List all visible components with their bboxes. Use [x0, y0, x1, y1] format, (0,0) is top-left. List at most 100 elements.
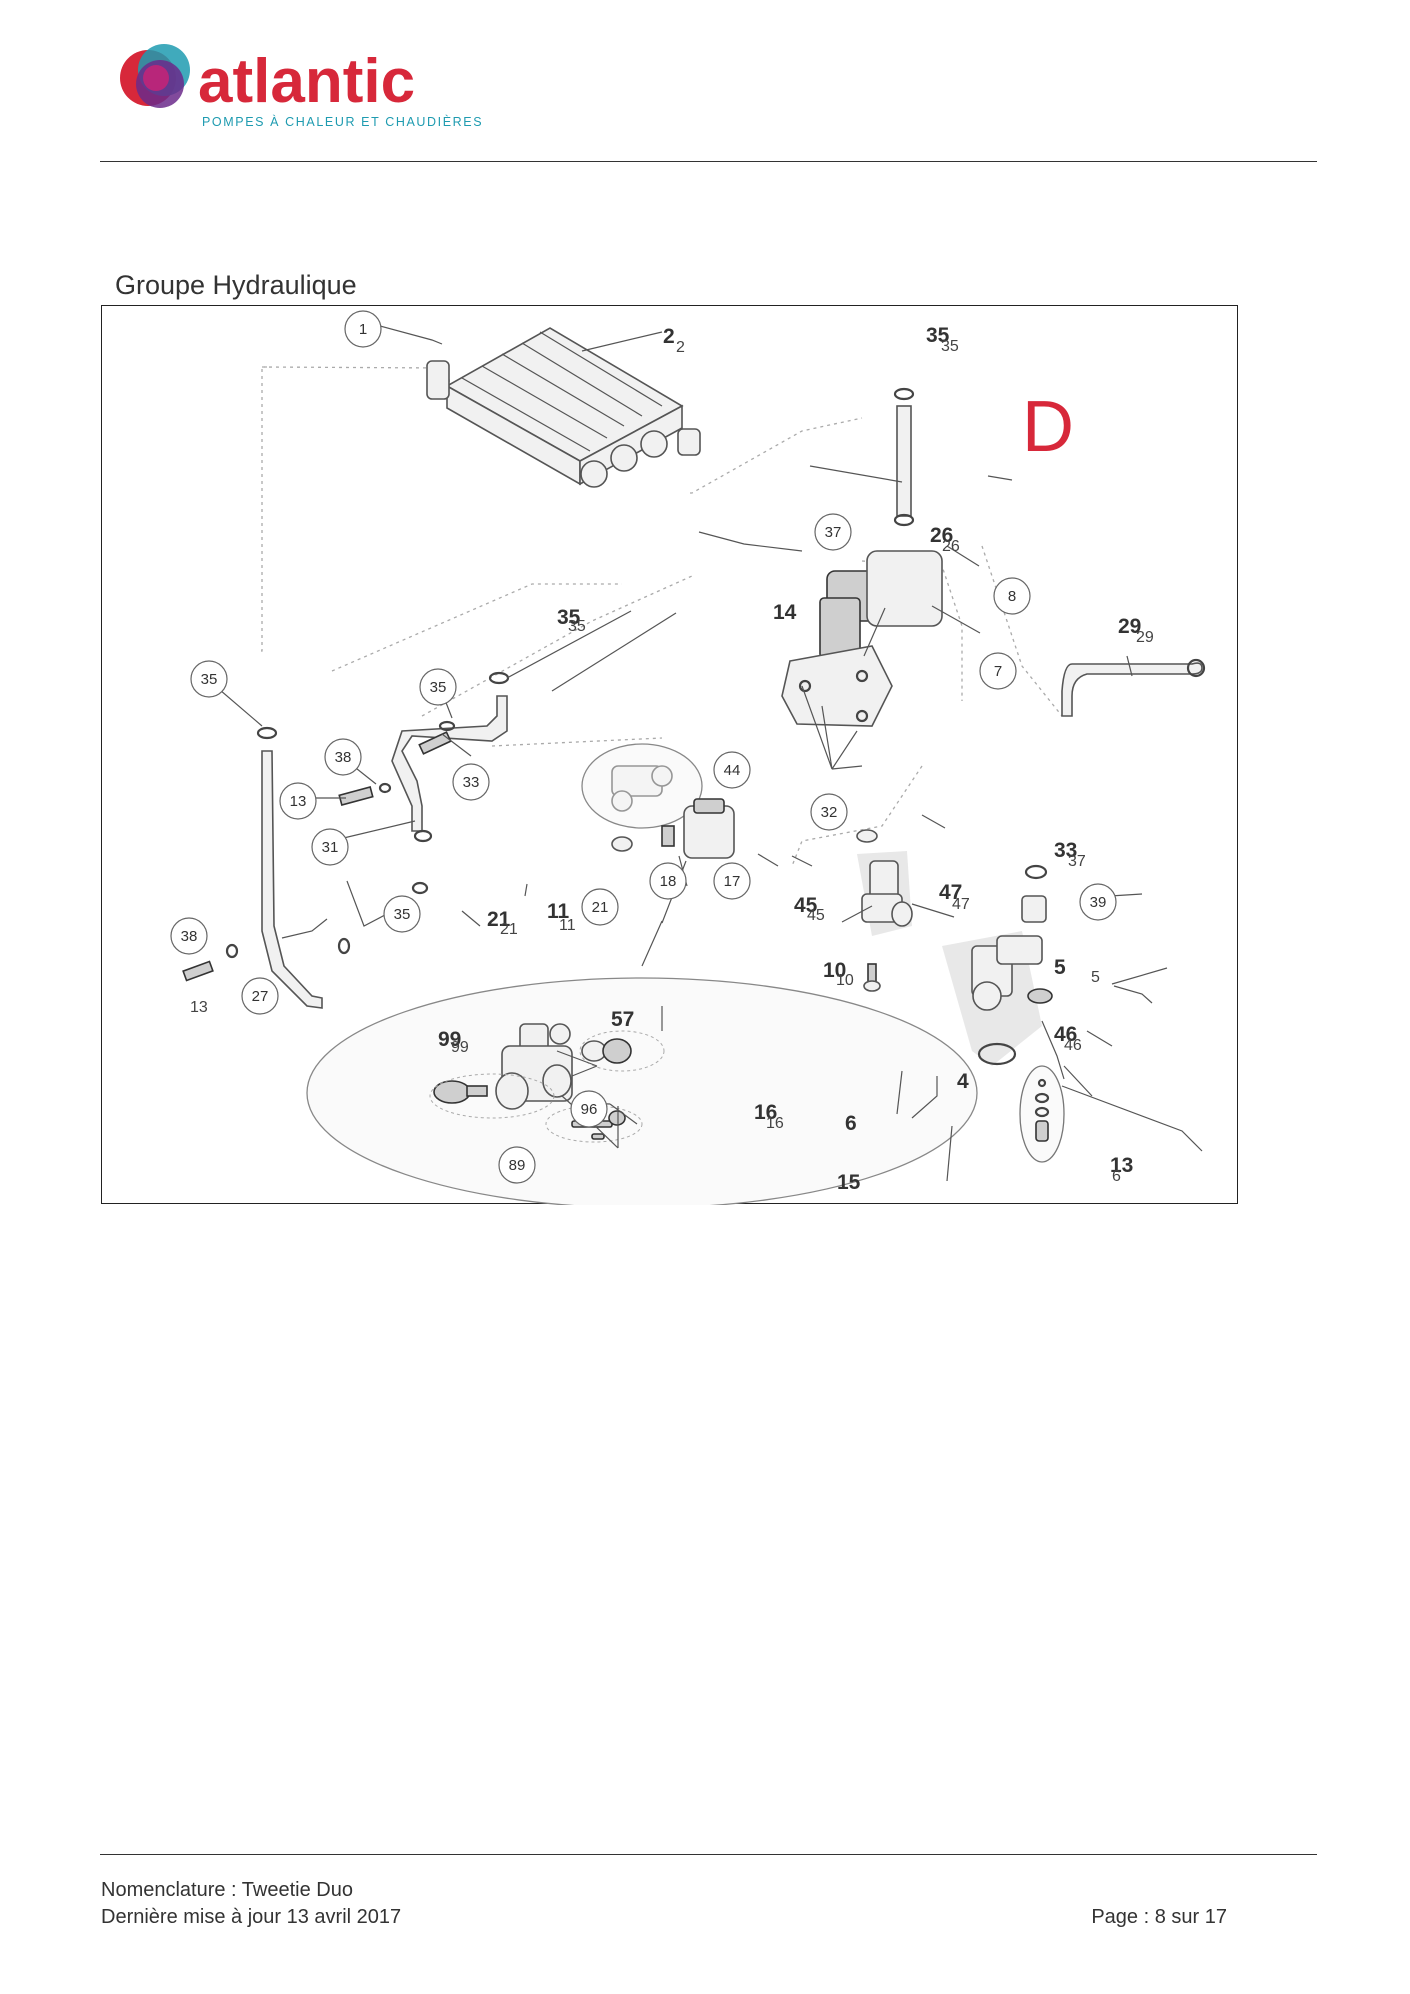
callout-circle	[190, 660, 228, 698]
callout-number: 8	[1008, 588, 1016, 605]
part-label-echo-6: 6	[1112, 1168, 1121, 1185]
callout-35: 35	[419, 668, 457, 706]
part-label-echo-47: 47	[952, 896, 970, 913]
callout-number: 1	[359, 321, 367, 338]
callout-number: 38	[181, 928, 198, 945]
part-label-echo-99: 99	[451, 1039, 469, 1056]
footer-update-date: Dernière mise à jour 13 avril 2017	[101, 1906, 402, 1928]
callout-38: 38	[324, 738, 362, 776]
part-label-10: 10	[823, 959, 846, 982]
part-label-26: 26	[930, 524, 953, 547]
brand-logo: atlantic POMPES À CHALEUR ET CHAUDIÈRES	[112, 38, 492, 130]
detail-bubble-large	[306, 977, 978, 1205]
callout-18: 18	[649, 862, 687, 900]
valve-body-46-part	[971, 935, 1053, 1066]
part-label-echo-16: 16	[766, 1115, 784, 1132]
part-label-echo-21: 21	[500, 921, 518, 938]
callout-circle	[1079, 883, 1117, 921]
vertical-tube-part	[893, 387, 915, 527]
part-label-14: 14	[773, 601, 797, 624]
part-label-4: 4	[957, 1070, 969, 1093]
callout-circle	[170, 917, 208, 955]
callout-32: 32	[810, 793, 848, 831]
part-label-47: 47	[939, 881, 962, 904]
callout-31: 31	[311, 828, 349, 866]
callout-circle	[979, 652, 1017, 690]
callout-circle	[452, 763, 490, 801]
callout-circle	[324, 738, 362, 776]
callout-number: 37	[825, 524, 842, 541]
part-label-echo-37: 37	[1068, 853, 1086, 870]
part-label-echo-35: 35	[568, 618, 586, 635]
part-label-35: 35	[926, 324, 950, 347]
part-label-29: 29	[1118, 615, 1141, 638]
part-label-echo-5: 5	[1091, 969, 1100, 986]
part-label-15: 15	[837, 1171, 861, 1194]
callout-35: 35	[190, 660, 228, 698]
callout-number: 33	[463, 774, 480, 791]
callout-circle	[311, 828, 349, 866]
circulation-pump-part	[781, 550, 943, 727]
part-label-45: 45	[794, 894, 818, 917]
part-label-46: 46	[1054, 1023, 1077, 1046]
callout-number: 27	[252, 988, 269, 1005]
three-way-valve-part	[611, 765, 673, 812]
callout-37: 37	[814, 513, 852, 551]
callout-96: 96	[570, 1090, 608, 1128]
footer-divider	[100, 1854, 1317, 1855]
callout-number: 38	[335, 749, 352, 766]
part-label-echo-26: 26	[942, 538, 960, 555]
part-label-21: 21	[487, 908, 511, 931]
callout-21: 21	[581, 888, 619, 926]
part-label-echo-46: 46	[1064, 1037, 1082, 1054]
part-label-echo-35: 35	[941, 338, 959, 355]
callout-number: 89	[509, 1157, 526, 1174]
callout-35: 35	[383, 895, 421, 933]
part-39	[1021, 895, 1047, 923]
part-label-2: 2	[663, 325, 675, 348]
callout-number: 7	[994, 663, 1002, 680]
part-label-5: 5	[1054, 956, 1066, 979]
header-divider	[100, 161, 1317, 162]
part-32	[856, 829, 878, 843]
callout-17: 17	[713, 862, 751, 900]
callout-number: 32	[821, 804, 838, 821]
callout-89: 89	[498, 1146, 536, 1184]
part-label-echo-11: 11	[559, 917, 576, 934]
part-label-16: 16	[754, 1101, 777, 1124]
callout-number: 31	[322, 839, 339, 856]
callout-13: 13	[279, 782, 317, 820]
part-label-6: 6	[845, 1112, 857, 1135]
callout-number: 44	[724, 762, 741, 779]
callout-circle	[419, 668, 457, 706]
callout-39: 39	[1079, 883, 1117, 921]
part-6	[1019, 1065, 1065, 1163]
callout-number: 96	[581, 1101, 598, 1118]
callout-circle	[713, 751, 751, 789]
brand-tagline: POMPES À CHALEUR ET CHAUDIÈRES	[202, 114, 483, 129]
callout-number: 17	[724, 873, 741, 890]
part-10	[863, 963, 881, 992]
callout-circle	[570, 1090, 608, 1128]
callout-number: 13	[290, 793, 307, 810]
callout-8: 8	[993, 577, 1031, 615]
part-label-35: 35	[557, 606, 581, 629]
callout-number: 21	[592, 899, 609, 916]
section-title: Groupe Hydraulique	[115, 270, 357, 300]
part-18	[661, 825, 675, 847]
heat-exchanger-part	[426, 327, 701, 488]
callout-circle	[344, 310, 382, 348]
part-label-echo-45: 45	[807, 907, 825, 924]
callout-number: 18	[660, 873, 677, 890]
part-label-echo-10: 10	[836, 972, 854, 989]
part-label-echo-29: 29	[1136, 629, 1154, 646]
part-label-echo-2: 2	[676, 339, 685, 356]
valve-45-47-part	[861, 860, 913, 927]
callout-circle	[649, 862, 687, 900]
callout-circle	[279, 782, 317, 820]
callout-number: 35	[430, 679, 447, 696]
left-pipe-assembly	[182, 671, 510, 1009]
part-21	[611, 836, 633, 852]
callout-number: 39	[1090, 894, 1107, 911]
footer-page-number: Page : 8 sur 17	[1091, 1906, 1227, 1928]
